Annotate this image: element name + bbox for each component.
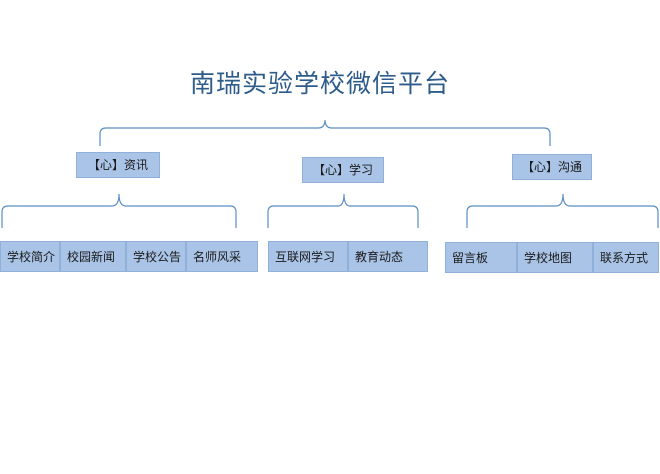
cat2-bracket [267,193,419,228]
category-label: 【心】沟通 [521,160,582,174]
leaf-education-news: 教育动态 [348,241,428,272]
leaf-label: 联系方式 [600,251,649,265]
leaf-campus-news: 校园新闻 [60,241,126,272]
leaf-contact: 联系方式 [593,242,659,273]
leaf-label: 名师风采 [193,250,242,264]
diagram-title: 南瑞实验学校微信平台 [190,69,451,98]
category-communication: 【心】沟通 [512,154,592,180]
leaf-label: 学校简介 [7,250,56,264]
leaf-label: 学校地图 [524,251,573,265]
category-label: 【心】资讯 [87,158,148,172]
leaf-school-notice: 学校公告 [126,241,186,272]
leaf-label: 校园新闻 [67,250,116,264]
cat3-bracket [466,193,659,228]
leaf-internet-learning: 互联网学习 [268,241,348,272]
category-label: 【心】学习 [312,163,373,177]
leaf-label: 互联网学习 [275,250,336,264]
leaf-message-board: 留言板 [445,242,517,273]
category-news: 【心】资讯 [76,152,160,178]
category-study: 【心】学习 [302,157,384,183]
leaf-label: 留言板 [452,251,489,265]
title-bracket [99,119,551,146]
leaf-school-map: 学校地图 [517,242,593,273]
leaf-school-intro: 学校简介 [0,241,60,272]
leaf-label: 学校公告 [133,250,182,264]
cat1-bracket [1,193,237,228]
leaf-teacher-showcase: 名师风采 [186,241,258,272]
leaf-label: 教育动态 [355,250,404,264]
